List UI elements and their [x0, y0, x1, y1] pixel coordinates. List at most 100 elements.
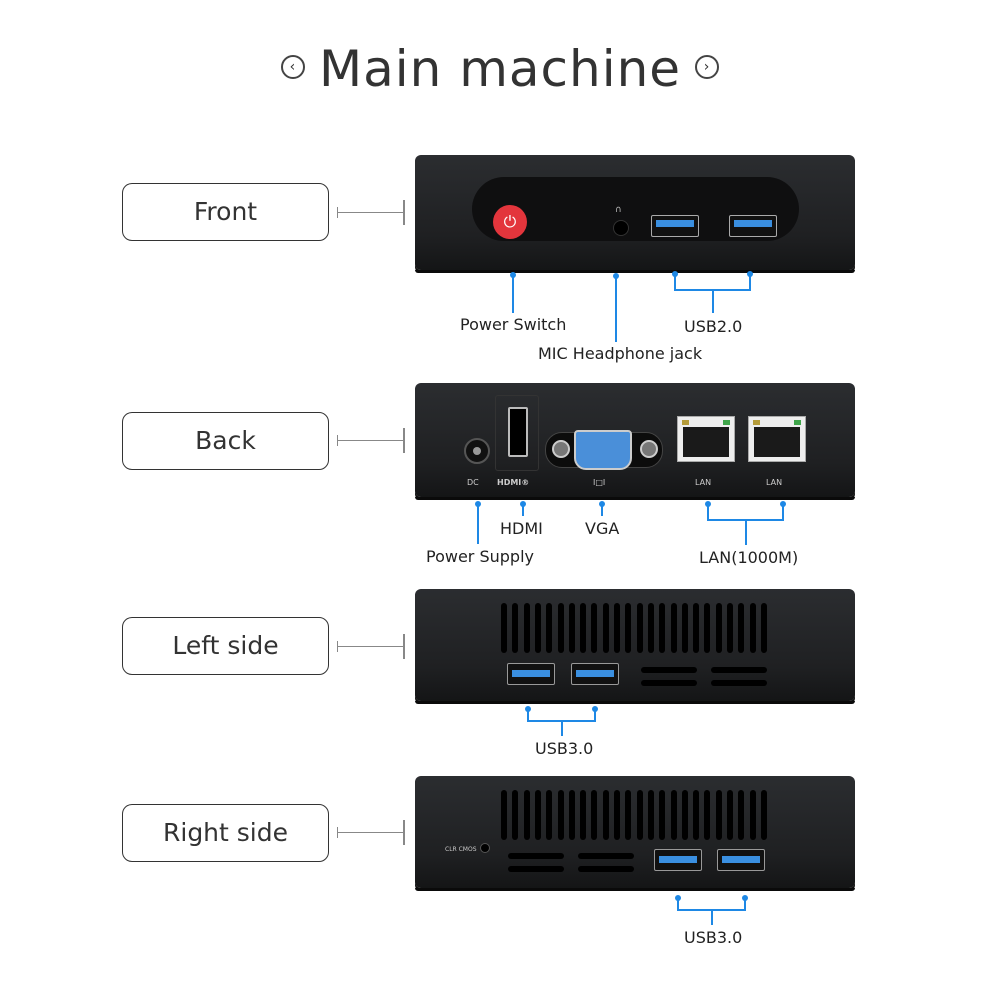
device-left-side-view: [415, 589, 855, 704]
usb2-port-1: [651, 215, 699, 237]
vent-slat: [523, 790, 530, 840]
circle-chevron-left-icon: ‹: [280, 54, 305, 79]
circle-chevron-right-icon: ›: [695, 54, 720, 79]
callout-line: [782, 504, 784, 520]
vent-slat: [625, 603, 632, 653]
dc-port: [464, 438, 490, 464]
page-title: ‹ Main machine ›: [0, 40, 1000, 98]
vent-slat: [715, 603, 722, 653]
vent-slat: [591, 790, 598, 840]
vga-screw-right: [640, 440, 658, 458]
vent-slat: [693, 603, 700, 653]
vent-slot: [711, 680, 767, 686]
vent-slat: [681, 790, 688, 840]
vent-slat: [749, 790, 756, 840]
vent-slot: [641, 667, 697, 673]
annotation-hdmi: HDMI: [500, 519, 543, 538]
callout-line: [512, 275, 514, 313]
vent-slot: [578, 853, 634, 859]
connector-left-side: [337, 634, 405, 659]
vent-slat: [715, 790, 722, 840]
port-label-hdmi: HDMI®: [497, 478, 530, 487]
annotation-usb3-left: USB3.0: [535, 739, 594, 758]
callout-line: [601, 504, 603, 516]
callout-line: [745, 519, 747, 545]
annotation-usb2: USB2.0: [684, 317, 743, 336]
vga-port: [574, 430, 632, 470]
vent-slot: [641, 680, 697, 686]
power-icon: ⏻: [493, 205, 527, 239]
vent-slat: [636, 790, 643, 840]
vent-slot: [711, 667, 767, 673]
vent-slot: [508, 866, 564, 872]
vent-slat: [523, 603, 530, 653]
callout-line: [522, 504, 524, 516]
callout-line: [707, 504, 709, 520]
annotation-vga: VGA: [585, 519, 620, 538]
port-label-dc: DC: [467, 478, 479, 487]
vent-slat: [659, 790, 666, 840]
callout-line: [561, 720, 563, 736]
vent-slat: [614, 790, 620, 840]
vent-slat: [647, 603, 654, 653]
view-label-right-side: Right side: [122, 804, 329, 862]
usb2-port-2: [729, 215, 777, 237]
callout-line: [677, 898, 679, 910]
vent-slat: [625, 790, 632, 840]
connector-right-side: [337, 820, 405, 845]
port-label-lan-1: LAN: [695, 478, 712, 487]
usb3-port-3: [654, 849, 702, 871]
vent-slat: [546, 790, 553, 840]
view-label-left-side: Left side: [122, 617, 329, 675]
callout-line: [477, 504, 479, 544]
vent-slat: [557, 790, 564, 840]
annotation-usb3-right: USB3.0: [684, 928, 743, 947]
title-text: Main machine: [318, 40, 682, 98]
connector-front: [337, 200, 405, 225]
vent-slat: [670, 790, 677, 840]
hdmi-port: [508, 407, 528, 457]
vent-slat: [760, 790, 767, 840]
headphone-jack: [613, 220, 629, 236]
callout-line: [615, 276, 617, 342]
lan-port-2: [748, 416, 806, 462]
vent-slat: [546, 603, 553, 653]
vent-slat: [591, 603, 598, 653]
device-back-view: DC HDMI® I□I LAN LAN: [415, 383, 855, 500]
vent-slat: [749, 603, 756, 653]
callout-line: [674, 274, 676, 290]
view-label-back: Back: [122, 412, 329, 470]
vent-slat: [602, 603, 609, 653]
vent-slat: [512, 790, 519, 840]
vent-slat: [738, 603, 745, 653]
callout-line: [749, 274, 751, 290]
vent-slat: [670, 603, 677, 653]
vent-slat: [693, 790, 700, 840]
headset-icon: ∩: [615, 205, 622, 215]
vent-slat: [580, 790, 587, 840]
annotation-lan: LAN(1000M): [699, 548, 799, 567]
vent-slat: [512, 603, 519, 653]
vent-slat: [704, 790, 711, 840]
vent-slat: [647, 790, 654, 840]
device-right-side-view: CLR CMOS: [415, 776, 855, 891]
vent-slat: [534, 603, 541, 653]
vent-slat: [614, 603, 620, 653]
lan-port-1: [677, 416, 735, 462]
vent-slat: [738, 790, 745, 840]
vent-slat: [681, 603, 688, 653]
vent-slot: [578, 866, 634, 872]
vent-slat: [602, 790, 609, 840]
vent-slot: [508, 853, 564, 859]
vent-slat: [727, 603, 733, 653]
annotation-mic-headphone: MIC Headphone jack: [538, 344, 703, 363]
vent-slat: [501, 790, 507, 840]
device-front-view: ⏻ ∩: [415, 155, 855, 273]
callout-line: [594, 709, 596, 721]
clr-cmos-button: [480, 843, 490, 853]
callout-line: [712, 289, 714, 313]
callout-line: [711, 909, 713, 925]
annotation-power-supply: Power Supply: [426, 547, 534, 566]
annotation-power-switch: Power Switch: [460, 315, 567, 334]
vent-slat: [568, 790, 575, 840]
